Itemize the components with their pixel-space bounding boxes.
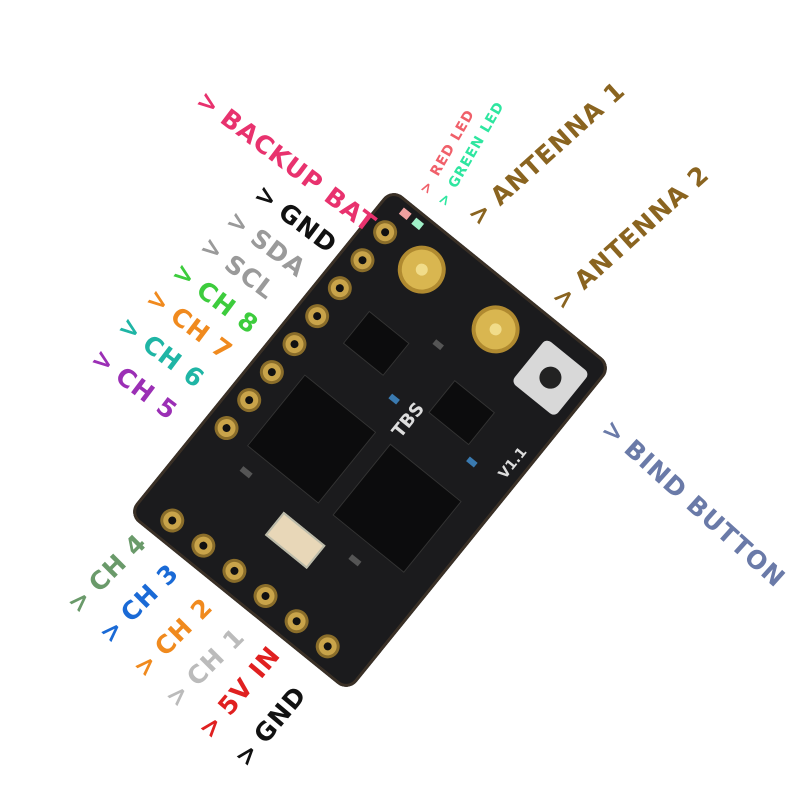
pad-gnd-bottom — [315, 633, 341, 660]
arrow-icon: > — [86, 342, 122, 380]
pad-ch7 — [259, 359, 285, 385]
pad-gnd — [349, 247, 376, 273]
arrow-icon: > — [113, 310, 149, 348]
arrow-icon: > — [141, 282, 177, 320]
green-led — [411, 217, 425, 231]
chip — [342, 310, 410, 377]
chip — [428, 379, 496, 446]
pad-ch8 — [281, 331, 308, 357]
pad-backup-bat — [372, 219, 398, 245]
pad-5v-in — [283, 608, 310, 634]
arrow-icon: > — [191, 84, 227, 122]
arrow-icon: > — [221, 204, 257, 242]
arrow-icon: > — [61, 582, 98, 619]
connector — [264, 511, 326, 569]
label-text: ANTENNA 2 — [568, 159, 715, 296]
label-antenna1: >ANTENNA 1 — [462, 75, 631, 232]
label-bind-button: >BIND BUTTON — [596, 414, 792, 594]
arrow-icon: > — [167, 256, 203, 294]
label-text: ANTENNA 1 — [484, 75, 631, 212]
pad-ch1 — [252, 583, 279, 609]
arrow-icon: > — [462, 195, 499, 232]
pad-ch6 — [236, 387, 262, 413]
component — [466, 456, 478, 468]
pad-ch4 — [159, 507, 185, 534]
component — [388, 393, 400, 405]
pad-sda — [327, 275, 353, 301]
red-led — [398, 207, 412, 221]
arrow-icon: > — [159, 676, 196, 713]
arrow-icon: > — [127, 646, 164, 683]
arrow-icon: > — [93, 612, 130, 649]
pad-scl — [304, 303, 330, 329]
pad-ch3 — [190, 533, 217, 559]
arrow-icon: > — [435, 189, 456, 209]
component — [348, 554, 362, 567]
arrow-icon: > — [192, 708, 230, 744]
board-version: V1.1 — [495, 444, 531, 483]
arrow-icon: > — [249, 178, 285, 216]
pad-ch5 — [213, 415, 240, 441]
component — [239, 466, 253, 479]
bind-button[interactable] — [511, 338, 590, 418]
arrow-icon: > — [546, 279, 583, 316]
arrow-icon: > — [195, 230, 231, 268]
component — [432, 339, 444, 351]
pad-ch2 — [221, 558, 248, 584]
label-antenna2: >ANTENNA 2 — [546, 159, 715, 316]
antenna1-connector — [393, 241, 450, 298]
arrow-icon: > — [228, 736, 266, 772]
arrow-icon: > — [417, 177, 438, 197]
label-text: BIND BUTTON — [618, 433, 792, 594]
board-logo: TBS — [388, 398, 429, 443]
antenna2-connector — [467, 301, 524, 358]
